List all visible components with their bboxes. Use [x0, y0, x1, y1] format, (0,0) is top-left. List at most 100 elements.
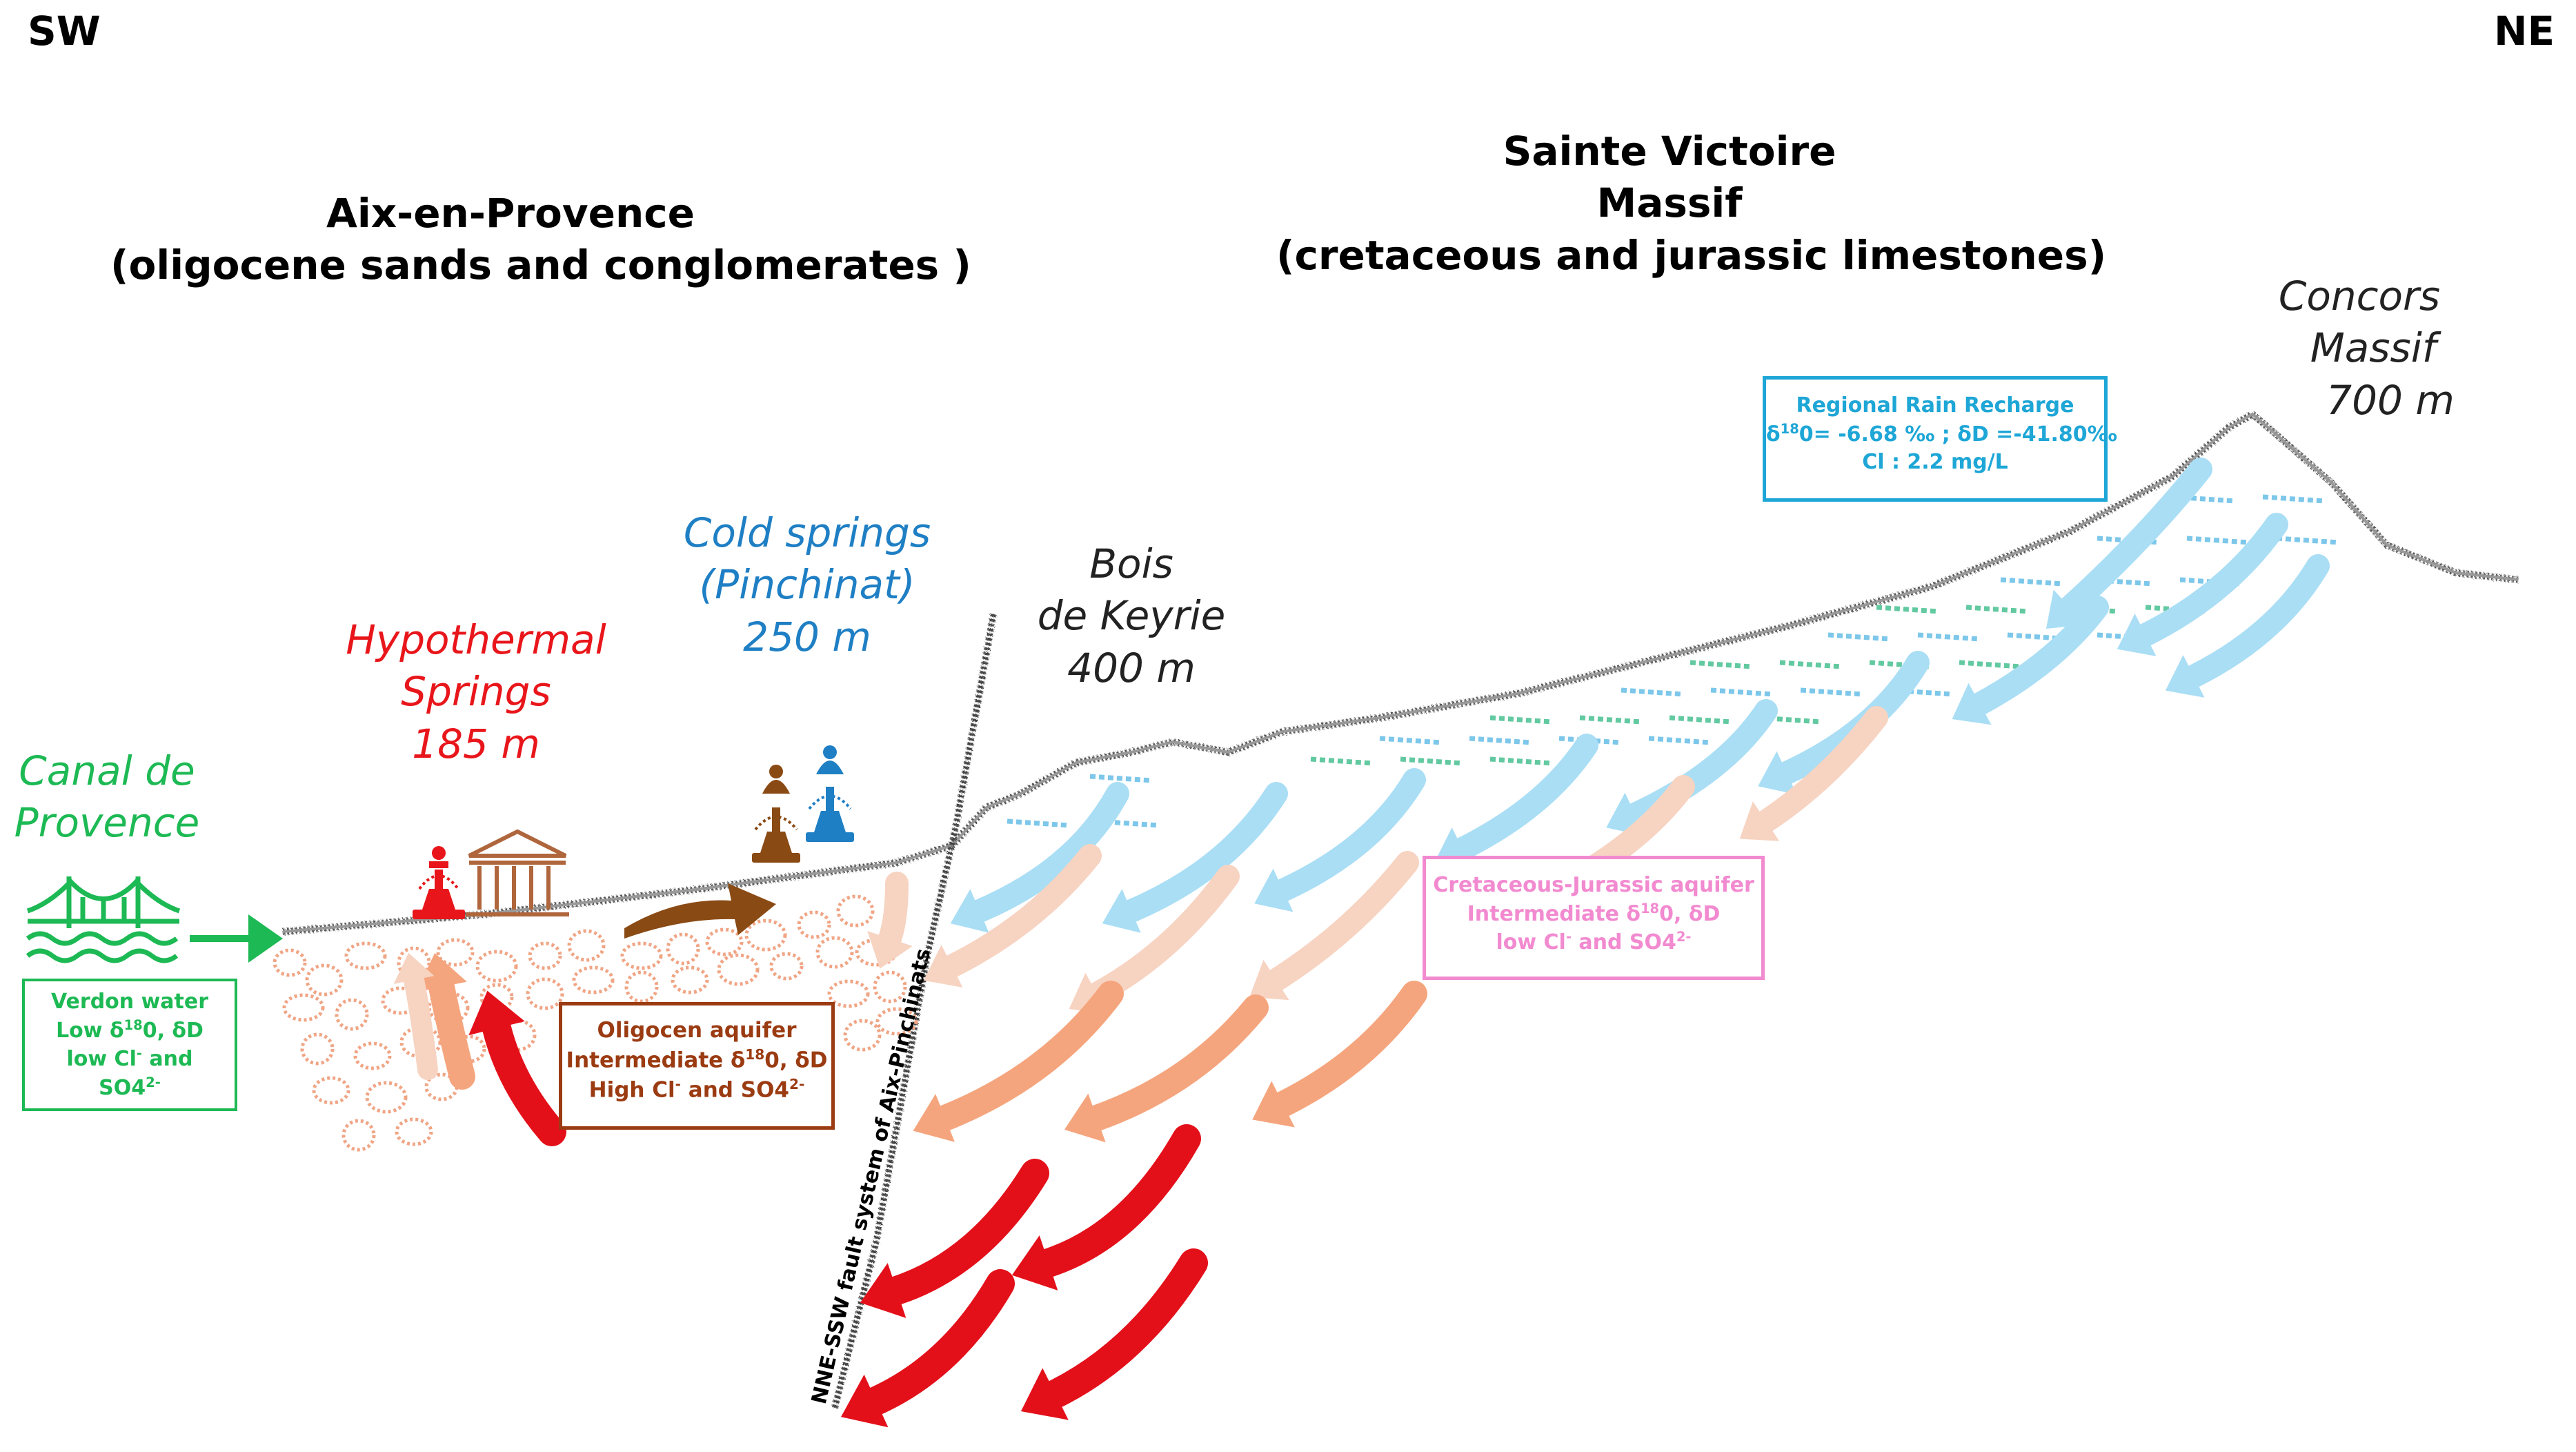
intermediate-flow-arrow-head — [1249, 959, 1289, 1001]
pebble — [335, 998, 369, 1031]
pebble — [572, 965, 615, 994]
thermal-upflow-arrow — [1041, 1248, 1208, 1409]
hypothermal-upflow-arrow-head — [393, 952, 435, 984]
region-victoire-geology: (cretaceous and jurassic limestones) — [1276, 231, 2107, 279]
recharge-arrow — [2058, 458, 2212, 619]
recharge-arrow-head — [950, 889, 989, 933]
pebble — [344, 941, 387, 970]
hatch-mark — [1089, 774, 1153, 783]
deep-flow-arrow-head — [416, 952, 467, 992]
hatch-mark — [1779, 660, 1843, 669]
hatch-mark — [2262, 494, 2326, 504]
place-canal-de-provence: Canal de Provence — [0, 745, 214, 850]
pebble — [827, 979, 870, 1008]
cretaceous-aquifer-box: Cretaceous-Jurassic aquifer Intermediate… — [1423, 856, 1765, 980]
verdon-box-title: Verdon water — [50, 990, 209, 1014]
intermediate-flow-arrow — [1265, 851, 1419, 992]
deep-flow-arrow-head — [1252, 1081, 1295, 1128]
pebble — [815, 936, 854, 969]
cold-spring-fountain-brown-icon — [752, 765, 800, 863]
recharge-arrow — [2134, 513, 2288, 647]
hatch-mark — [1869, 660, 1932, 669]
hatch-mark — [1800, 687, 1863, 697]
deep-flow-arrow — [1084, 994, 1269, 1131]
cold-spring-fountain-blue-icon — [806, 745, 854, 842]
place-canal-name: Canal de — [19, 747, 195, 794]
pebble — [717, 953, 760, 986]
pebble — [452, 1034, 486, 1063]
thermal-upflow-arrow — [862, 1269, 1015, 1415]
fault-line — [831, 614, 997, 1409]
pebble — [836, 894, 875, 928]
recharge-arrow-head — [2045, 589, 2086, 629]
recharge-arrow — [968, 782, 1129, 923]
pebble — [797, 910, 831, 939]
bridge-icon — [26, 876, 181, 963]
thermal-upflow-arrow-head — [468, 990, 525, 1036]
pebble — [769, 952, 804, 981]
pebble — [395, 1117, 433, 1146]
rain-recharge-box: Regional Rain Recharge δ180= -6.68 ‰ ; δ… — [1763, 376, 2117, 502]
recharge-arrow-head — [1102, 889, 1141, 933]
recharge-arrow-head — [1254, 868, 1294, 912]
pebble — [479, 983, 514, 1012]
hatch-mark — [1917, 632, 1981, 642]
place-hypothermal-springs: Hypothermal Springs 185 m — [317, 614, 635, 770]
thermal-upflow-arrow — [482, 1014, 566, 1146]
deep-flow-arrow — [1270, 981, 1427, 1117]
hatch-mark — [1489, 756, 1553, 766]
recharge-arrow-head — [2165, 655, 2205, 698]
pebble — [666, 932, 700, 965]
hatch-mark — [1400, 756, 1463, 766]
pebble — [624, 970, 659, 1003]
recharge-arrow — [1271, 768, 1426, 902]
rain-box-isotopes: δ180= -6.68 ‰ ; δD =-41.80‰ — [1766, 420, 2117, 447]
pebble — [282, 993, 325, 1022]
place-canal-name-2: Provence — [14, 799, 200, 847]
conglomerate-pebbles — [273, 894, 918, 1152]
rain-box-title: Regional Rain Recharge — [1796, 393, 2074, 418]
thermal-upflow-arrow-head — [1011, 1235, 1058, 1291]
intermediate-flow-arrow-head — [923, 945, 963, 988]
region-aix-name: Aix-en-Provence — [326, 190, 695, 237]
verdon-water-box: Verdon water Low δ180, δD low Cl- and SO… — [22, 979, 237, 1111]
hatch-mark — [1469, 736, 1532, 745]
region-aix: Aix-en-Provence (oligocene sands and con… — [110, 188, 971, 292]
cretaceous-box-isotopes: Intermediate δ180, δD — [1467, 900, 1721, 926]
pebble — [620, 941, 663, 970]
place-hypo-elevation: 185 m — [412, 720, 540, 767]
pebble — [526, 977, 564, 1010]
pebble — [705, 928, 744, 956]
temple-icon — [466, 829, 569, 916]
hatch-mark — [1965, 605, 2029, 614]
hatch-mark — [1310, 756, 1374, 766]
place-cold-location: (Pinchinat) — [699, 561, 915, 609]
hatch-mark — [1690, 660, 1753, 669]
hatch-mark — [2186, 536, 2250, 545]
place-cold-springs: Cold springs (Pinchinat) 250 m — [662, 507, 952, 663]
thermal-upflow-arrow-head — [841, 1374, 889, 1428]
oligocen-box-title: Oligocen aquifer — [597, 1018, 797, 1043]
place-concors-elevation: 700 m — [2326, 376, 2455, 424]
recharge-arrow-head — [2117, 614, 2157, 656]
pebble — [305, 963, 344, 997]
rain-box-chloride: Cl : 2.2 mg/L — [1862, 450, 2008, 474]
deep-flow-arrow — [428, 974, 475, 1090]
place-cold-elevation: 250 m — [743, 613, 871, 660]
hatch-mark — [1669, 715, 1732, 725]
place-concors: Concors Massif 700 m — [2242, 271, 2477, 426]
hatch-mark — [1648, 736, 1712, 745]
hatch-mark — [1579, 715, 1643, 725]
thermal-upflow-arrow-head — [1020, 1368, 1069, 1420]
cretaceous-box-title: Cretaceous-Jurassic aquifer — [1433, 873, 1754, 897]
place-cold-name: Cold springs — [683, 509, 931, 556]
place-hypo-name-2: Springs — [401, 668, 551, 716]
terrain-profile-shadow — [282, 412, 2519, 933]
direction-ne: NE — [2494, 8, 2555, 55]
hatch-mark — [1007, 818, 1070, 828]
intermediate-flow-arrow-head — [867, 931, 913, 969]
pebble — [436, 938, 475, 967]
intermediate-flow-arrow-head — [1739, 801, 1780, 841]
